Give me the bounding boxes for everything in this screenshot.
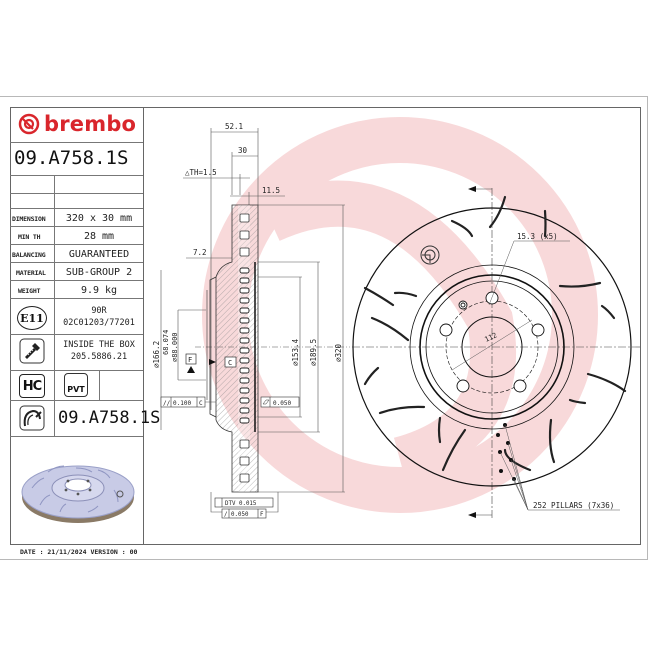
hc-badge-icon: HC — [19, 374, 45, 398]
spec-value: 28 mm — [83, 231, 115, 242]
brembo-logo-icon — [18, 113, 40, 135]
dim-11-5: 11.5 — [262, 186, 280, 195]
row-divider — [10, 175, 143, 176]
screw-part-number: 205.5886.21 — [70, 352, 128, 362]
row-divider — [10, 370, 143, 371]
dim-delta-th: △TH=1.5 — [185, 168, 217, 177]
dim-d153: ⌀153.4 — [291, 338, 300, 366]
brembo-logo: brembo — [18, 110, 138, 138]
spec-value: 9.9 kg — [80, 285, 118, 296]
brand-name: brembo — [44, 112, 137, 136]
disc-kit-icon — [19, 405, 45, 431]
dim-52-1: 52.1 — [225, 122, 243, 131]
parallelism-datum: C — [199, 400, 203, 407]
col-divider — [54, 298, 55, 436]
dtv-value: DTV 0.015 — [225, 501, 257, 507]
part-number: 09.A758.1S — [14, 147, 129, 169]
datum-f: F — [188, 356, 192, 364]
runout-value: 0.050 — [231, 512, 249, 518]
row-divider — [10, 262, 143, 263]
column-divider — [143, 107, 144, 545]
col-divider — [99, 370, 100, 400]
parallelism-value: 0.100 — [173, 400, 191, 407]
pcd-label: 112 — [483, 331, 498, 344]
dim-d189: ⌀189.5 — [309, 339, 318, 366]
dim-30: 30 — [238, 146, 248, 155]
row-divider — [10, 334, 143, 335]
svg-text:/: / — [224, 512, 228, 518]
pvt-badge-icon: PVT — [64, 373, 88, 397]
spec-label: BALANCING — [12, 251, 46, 259]
section-view-drawing: F C // 0.100 C 0.050 DTV 0.015 / 0.050 F… — [152, 122, 350, 519]
bolt-hole-note: 15.3 (x5) — [517, 232, 558, 241]
spec-label: WEIGHT — [18, 287, 41, 295]
row-divider — [10, 244, 143, 245]
svg-text://: // — [163, 400, 171, 407]
spec-col-divider — [54, 175, 55, 298]
pillars-note: 252 PILLARS (7x36) — [533, 501, 614, 510]
row-divider — [10, 226, 143, 227]
spec-label: MIN TH — [18, 233, 41, 241]
datum-c: C — [228, 359, 232, 367]
approval-code: 90R — [91, 306, 107, 316]
row-divider — [10, 400, 143, 401]
kit-part-number: 09.A758.1S — [58, 408, 161, 428]
sheet-border — [0, 96, 648, 560]
screw-icon — [19, 338, 45, 364]
spec-value: GUARANTEED — [68, 249, 130, 260]
dim-d68: 68.074 — [162, 330, 170, 355]
spec-label: DIMENSION — [12, 215, 46, 223]
front-view-drawing: 112 15.3 (x5) — [352, 186, 640, 520]
dim-7-2: 7.2 — [193, 248, 207, 257]
spec-value: 320 x 30 mm — [65, 213, 133, 224]
screw-note: INSIDE THE BOX — [63, 340, 135, 350]
approval-number: 02C01203/77201 — [63, 318, 135, 328]
spec-label: MATERIAL — [16, 269, 46, 277]
row-divider — [10, 208, 143, 209]
dim-d166: ⌀166.2 — [152, 341, 161, 368]
row-divider — [10, 142, 143, 143]
e11-approval-icon: E11 — [17, 306, 47, 330]
drawing-frame — [10, 107, 641, 545]
disc-product-image — [21, 465, 135, 523]
flatness-value: 0.050 — [273, 400, 291, 407]
date-version: DATE : 21/11/2024 VERSION : 00 — [20, 548, 138, 556]
row-divider — [10, 436, 143, 437]
row-divider — [10, 280, 143, 281]
dim-d88: ⌀88.000 — [171, 332, 179, 362]
dim-d320: ⌀320 — [334, 343, 343, 362]
row-divider — [10, 193, 143, 194]
runout-datum: F — [260, 512, 264, 518]
spec-value: SUB-GROUP 2 — [65, 267, 133, 278]
row-divider — [10, 298, 143, 299]
